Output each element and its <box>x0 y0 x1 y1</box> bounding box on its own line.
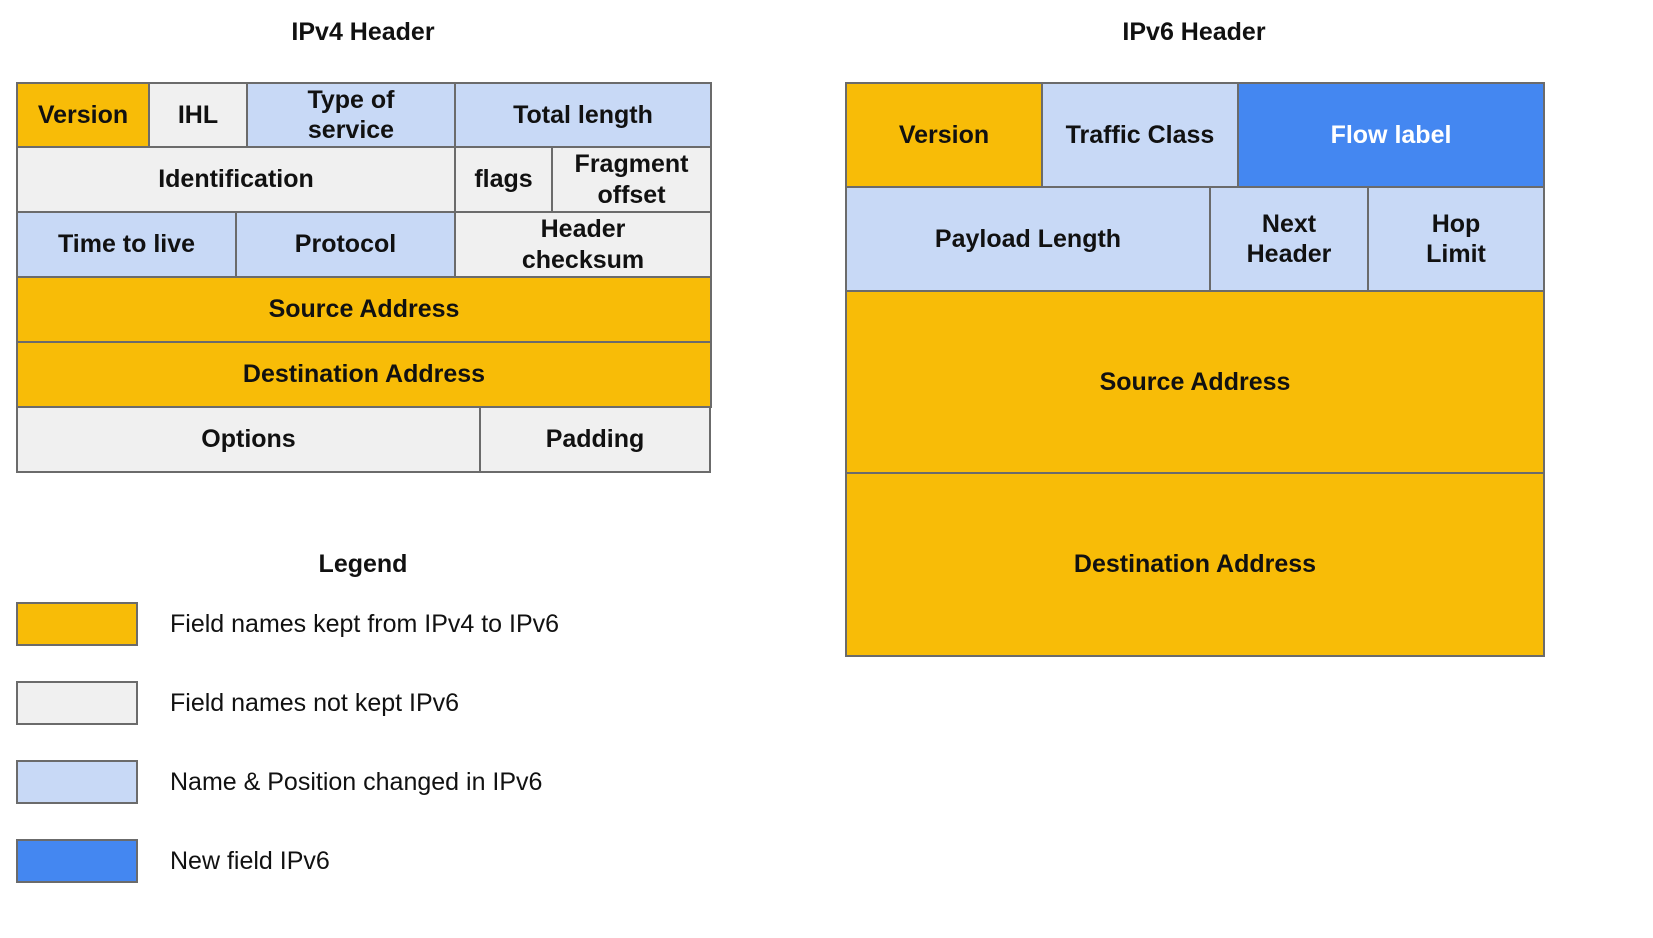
legend-swatch-kept <box>16 602 138 646</box>
ipv4-field-fragment-offset: Fragment offset <box>551 146 712 213</box>
ipv4-field-time-to-live: Time to live <box>16 211 237 278</box>
ipv6-field-hop-limit: Hop Limit <box>1367 186 1545 292</box>
legend-label-not-kept: Field names not kept IPv6 <box>170 688 460 717</box>
legend-title: Legend <box>318 550 408 578</box>
ipv4-field-padding: Padding <box>479 406 711 473</box>
ipv4-field-options: Options <box>16 406 481 473</box>
ipv4-field-type-of-service: Type of service <box>246 82 456 148</box>
ipv4-field-identification: Identification <box>16 146 456 213</box>
ipv6-field-version: Version <box>845 82 1043 188</box>
legend-item-not-kept: Field names not kept IPv6 <box>16 681 459 725</box>
ipv6-header-diagram: Version Traffic Class Flow label Payload… <box>845 82 1545 657</box>
ipv4-header-diagram: Version IHL Type of service Total length… <box>16 82 712 474</box>
ipv4-field-source-address: Source Address <box>16 276 712 343</box>
ipv4-field-flags: flags <box>454 146 553 213</box>
ipv6-field-traffic-class: Traffic Class <box>1041 82 1239 188</box>
ipv6-field-destination-address: Destination Address <box>845 472 1545 657</box>
ipv6-field-next-header: Next Header <box>1209 186 1369 292</box>
legend-swatch-changed <box>16 760 138 804</box>
legend-item-kept: Field names kept from IPv4 to IPv6 <box>16 602 559 646</box>
legend-swatch-not-kept <box>16 681 138 725</box>
ipv4-field-destination-address: Destination Address <box>16 341 712 408</box>
ipv4-field-header-checksum: Header checksum <box>454 211 712 278</box>
legend-label-new: New field IPv6 <box>170 846 330 875</box>
ipv6-field-flow-label: Flow label <box>1237 82 1545 188</box>
ipv4-header-title: IPv4 Header <box>291 18 435 46</box>
legend-item-new: New field IPv6 <box>16 839 330 883</box>
ipv4-field-protocol: Protocol <box>235 211 456 278</box>
ipv4-field-total-length: Total length <box>454 82 712 148</box>
legend-label-kept: Field names kept from IPv4 to IPv6 <box>170 609 560 638</box>
ipv4-field-ihl: IHL <box>148 82 248 148</box>
ipv6-header-title: IPv6 Header <box>1122 18 1266 46</box>
ipv6-field-source-address: Source Address <box>845 290 1545 474</box>
ipv4-field-version: Version <box>16 82 150 148</box>
legend-label-changed: Name & Position changed in IPv6 <box>170 767 543 796</box>
legend-swatch-new <box>16 839 138 883</box>
ipv6-field-payload-length: Payload Length <box>845 186 1211 292</box>
legend-item-changed: Name & Position changed in IPv6 <box>16 760 542 804</box>
